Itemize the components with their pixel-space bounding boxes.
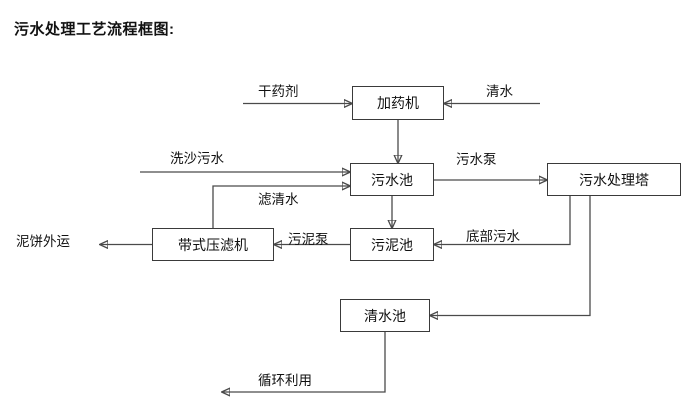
edge-label-sludge-pump: 污泥泵 — [288, 232, 329, 247]
edge-label-mud-cake-transport: 泥饼外运 — [16, 234, 70, 249]
edge-label-bottom-wastewater: 底部污水 — [466, 229, 520, 244]
node-label: 污水处理塔 — [579, 171, 649, 188]
edge-label-filtrate: 滤清水 — [258, 192, 299, 207]
page-title: 污水处理工艺流程框图: — [14, 21, 175, 38]
wire-clear-pool-to-recycle — [222, 332, 386, 392]
wire-tower-to-clear-pool — [430, 196, 591, 316]
edge-label-sand-washing-wastewater: 洗沙污水 — [170, 151, 224, 166]
node-label: 加药机 — [377, 95, 419, 111]
node-label: 污水池 — [371, 171, 413, 188]
edge-label-dry-agent: 干药剂 — [258, 84, 299, 99]
node-treatment-tower[interactable]: 污水处理塔 — [547, 163, 681, 196]
wire-tower-bottom-water-to-sludge-pool — [434, 196, 571, 245]
edge-label-sewage-pump: 污水泵 — [456, 152, 497, 167]
node-dosing-machine[interactable]: 加药机 — [352, 86, 444, 120]
node-label: 污泥池 — [371, 236, 413, 253]
node-label: 带式压滤机 — [178, 236, 248, 253]
edge-label-clean-water: 清水 — [486, 84, 513, 99]
node-belt-filter-press[interactable]: 带式压滤机 — [152, 228, 274, 261]
wire-filtrate-to-sewage-pool — [212, 186, 350, 228]
node-clear-water-pool[interactable]: 清水池 — [340, 299, 430, 332]
edge-label-recycle-reuse: 循环利用 — [258, 373, 312, 388]
node-sewage-pool[interactable]: 污水池 — [350, 163, 434, 196]
node-label: 清水池 — [364, 307, 406, 324]
node-sludge-pool[interactable]: 污泥池 — [350, 228, 434, 261]
